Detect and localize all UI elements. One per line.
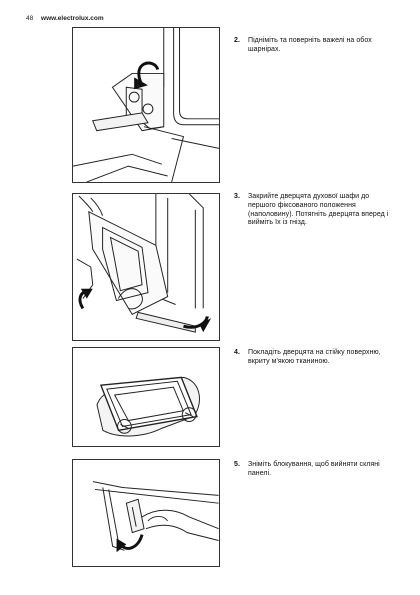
hinge-lever-rotate-icon (73, 28, 219, 182)
step-5-illustration (72, 459, 220, 567)
door-on-cloth-icon (96, 376, 200, 437)
step-3-text: Закрийте дверцята духової шафи до першог… (248, 193, 389, 227)
step-2: 2. Підніміть та поверніть важелі на обох… (234, 37, 398, 55)
page-header: 48 www.electrolux.com (26, 15, 104, 22)
door-pull-out-icon (76, 194, 212, 333)
step-4-number: 4. (234, 349, 240, 356)
step-4-text: Покладіть дверцята на стійку поверхню, в… (248, 349, 381, 365)
website-url: www.electrolux.com (41, 15, 104, 22)
step-2-number: 2. (234, 37, 240, 44)
step-5: 5. Зніміть блокування, щоб вийняти склян… (234, 461, 398, 479)
step-5-number: 5. (234, 461, 240, 468)
step-3: 3. Закрийте дверцята духової шафи до пер… (234, 193, 398, 228)
step-5-text: Зніміть блокування, щоб вийняти скляні п… (248, 461, 380, 477)
step-2-text: Підніміть та поверніть важелі на обох ша… (248, 37, 372, 53)
step-3-number: 3. (234, 193, 240, 200)
step-2-illustration (72, 27, 220, 183)
page-number: 48 (26, 15, 34, 22)
step-3-illustration (72, 193, 220, 341)
step-4: 4. Покладіть дверцята на стійку поверхню… (234, 349, 398, 367)
step-4-illustration (72, 347, 220, 447)
glass-panel-lock-release-icon (92, 481, 219, 553)
